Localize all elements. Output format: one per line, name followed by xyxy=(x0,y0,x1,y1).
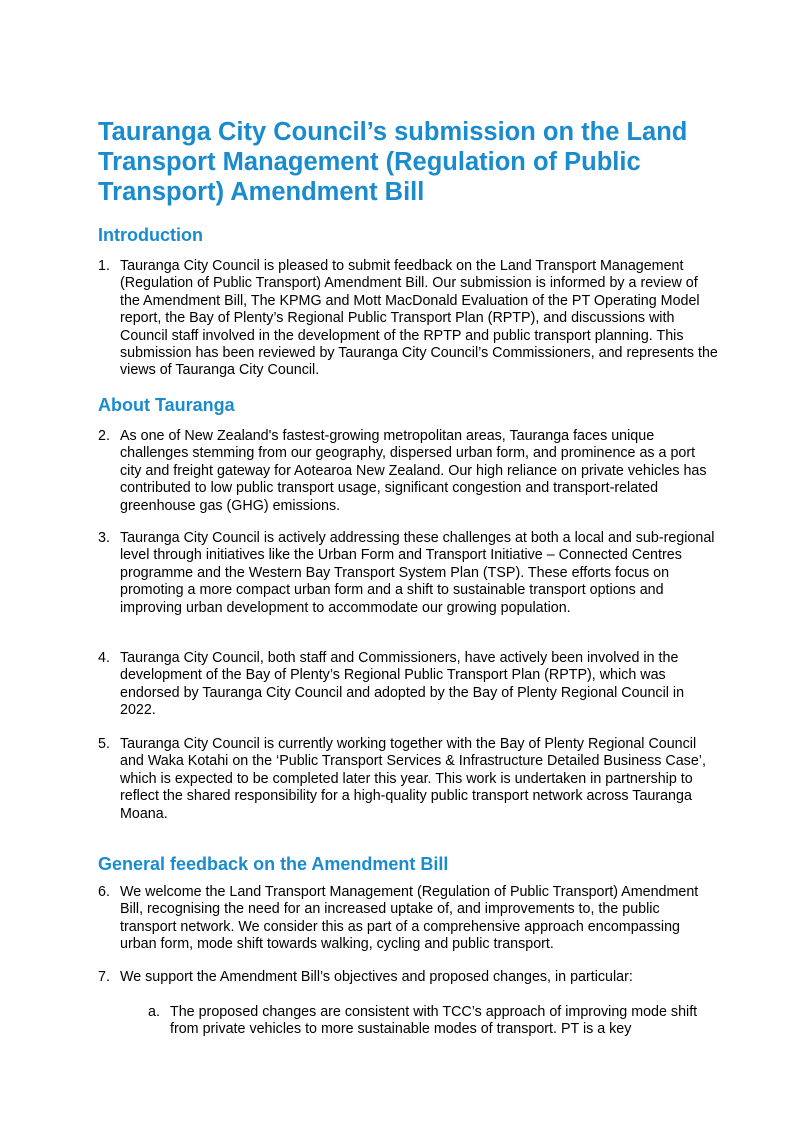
list-item: 6. We welcome the Land Transport Managem… xyxy=(98,884,718,954)
list-item: 7. We support the Amendment Bill’s objec… xyxy=(98,969,718,986)
list-item: 2. As one of New Zealand's fastest-growi… xyxy=(98,428,718,515)
item-number: 1. xyxy=(98,258,110,274)
list-item: 1. Tauranga City Council is pleased to s… xyxy=(98,258,718,380)
sub-list-item: a. The proposed changes are consistent w… xyxy=(148,1004,708,1039)
item-text: We welcome the Land Transport Management… xyxy=(120,884,699,953)
sub-item-letter: a. xyxy=(148,1004,160,1020)
list-item: 4. Tauranga City Council, both staff and… xyxy=(98,650,718,720)
item-text: Tauranga City Council is currently worki… xyxy=(120,736,706,822)
item-number: 5. xyxy=(98,736,110,752)
section-heading-introduction: Introduction xyxy=(98,225,203,245)
section-heading-general-feedback: General feedback on the Amendment Bill xyxy=(98,854,449,874)
item-text: Tauranga City Council is actively addres… xyxy=(120,530,715,616)
item-number: 4. xyxy=(98,650,110,666)
item-text: Tauranga City Council is pleased to subm… xyxy=(120,258,718,379)
item-number: 6. xyxy=(98,884,110,900)
item-text: Tauranga City Council, both staff and Co… xyxy=(120,650,685,719)
item-number: 3. xyxy=(98,530,110,546)
item-text: We support the Amendment Bill’s objectiv… xyxy=(120,969,633,985)
document-title: Tauranga City Council’s submission on th… xyxy=(98,118,688,206)
list-item: 3. Tauranga City Council is actively add… xyxy=(98,530,718,617)
sub-item-text: The proposed changes are consistent with… xyxy=(170,1004,698,1038)
item-number: 2. xyxy=(98,428,110,444)
item-number: 7. xyxy=(98,969,110,985)
list-item: 5. Tauranga City Council is currently wo… xyxy=(98,736,718,823)
item-text: As one of New Zealand's fastest-growing … xyxy=(120,428,707,514)
section-heading-about-tauranga: About Tauranga xyxy=(98,395,235,415)
